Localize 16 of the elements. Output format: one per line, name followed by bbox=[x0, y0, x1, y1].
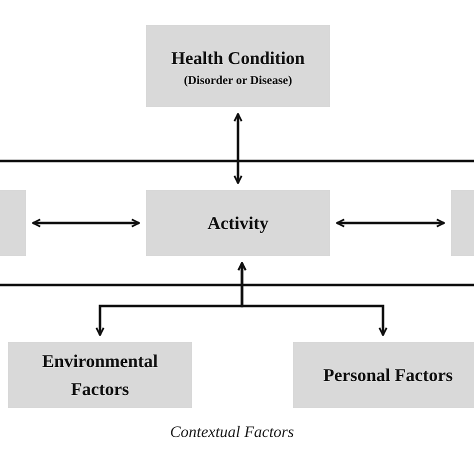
box-subtitle: (Disorder or Disease) bbox=[184, 72, 292, 88]
double-arrow bbox=[234, 113, 242, 184]
empty-box bbox=[451, 190, 474, 256]
concept-box bbox=[146, 25, 330, 107]
double-arrow bbox=[238, 262, 388, 336]
box-title: Environmental Factors bbox=[41, 350, 159, 401]
double-arrow bbox=[336, 218, 445, 228]
box-title: Personal Factors bbox=[323, 364, 453, 387]
double-arrow bbox=[32, 218, 140, 228]
concept-box bbox=[146, 190, 330, 256]
box-title: Activity bbox=[208, 212, 268, 235]
concept-box bbox=[8, 342, 192, 408]
box-title: Health Condition bbox=[171, 47, 305, 70]
empty-box bbox=[0, 190, 26, 256]
caption-text: Contextual Factors bbox=[170, 424, 294, 442]
concept-box bbox=[293, 342, 474, 408]
